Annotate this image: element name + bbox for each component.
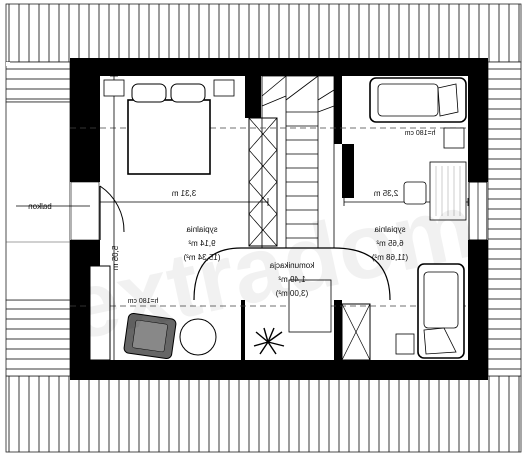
room-label-bedroom-left: sypialnia 9,14 m² (15,34 m²) — [183, 225, 220, 262]
right-window — [468, 181, 488, 241]
wardrobe-right — [341, 303, 371, 361]
svg-text:(15,34 m²): (15,34 m²) — [183, 253, 220, 262]
nightstand-left — [103, 79, 125, 97]
room-label-bedroom-right: sypialnia 6,65 m² (11,68 m²) — [372, 225, 409, 262]
single-bed-top — [369, 77, 467, 123]
desk — [429, 161, 467, 221]
dim-left-depth: 5,05 m — [111, 246, 120, 271]
nightstand-bottom — [395, 333, 415, 355]
svg-text:9,14 m²: 9,14 m² — [188, 239, 215, 248]
svg-text:6,65 m²: 6,65 m² — [376, 239, 403, 248]
wardrobe-left — [248, 117, 278, 247]
height-label-left: h=180 cm — [127, 298, 158, 305]
svg-text:(3,00 m²): (3,00 m²) — [275, 289, 308, 298]
plant-icon — [253, 327, 285, 355]
svg-text:sypialnia: sypialnia — [374, 225, 406, 234]
single-bed-bottom — [417, 263, 465, 359]
svg-text:komunikacja: komunikacja — [269, 261, 314, 270]
round-table — [179, 318, 217, 356]
dim-right-width: 2,35 m — [373, 189, 398, 198]
nightstand-top — [443, 127, 465, 149]
outer-walls — [70, 58, 488, 380]
height-label-right: h=180 cm — [404, 130, 435, 137]
roof-hatching — [5, 3, 522, 453]
armchair — [123, 313, 177, 359]
svg-text:(11,68 m²): (11,68 m²) — [372, 253, 409, 262]
svg-text:sypialnia: sypialnia — [186, 225, 218, 234]
shelf — [89, 265, 111, 361]
desk-chair — [403, 181, 427, 205]
room-label-hall: komunikacja 1,49 m² (3,00 m²) — [269, 261, 314, 298]
interior-walls — [241, 76, 354, 360]
hall-cabinet — [288, 279, 332, 333]
hall-arch — [193, 247, 391, 301]
svg-text:1,49 m²: 1,49 m² — [278, 275, 305, 284]
height-lines — [70, 127, 468, 307]
balcony-door — [70, 181, 125, 241]
dim-left-width: 3,31 m — [171, 189, 196, 198]
double-bed — [127, 83, 211, 175]
staircase — [261, 75, 335, 249]
balcony-label: balkon — [28, 202, 52, 211]
nightstand-right — [213, 79, 235, 97]
balcony-area — [5, 101, 71, 301]
